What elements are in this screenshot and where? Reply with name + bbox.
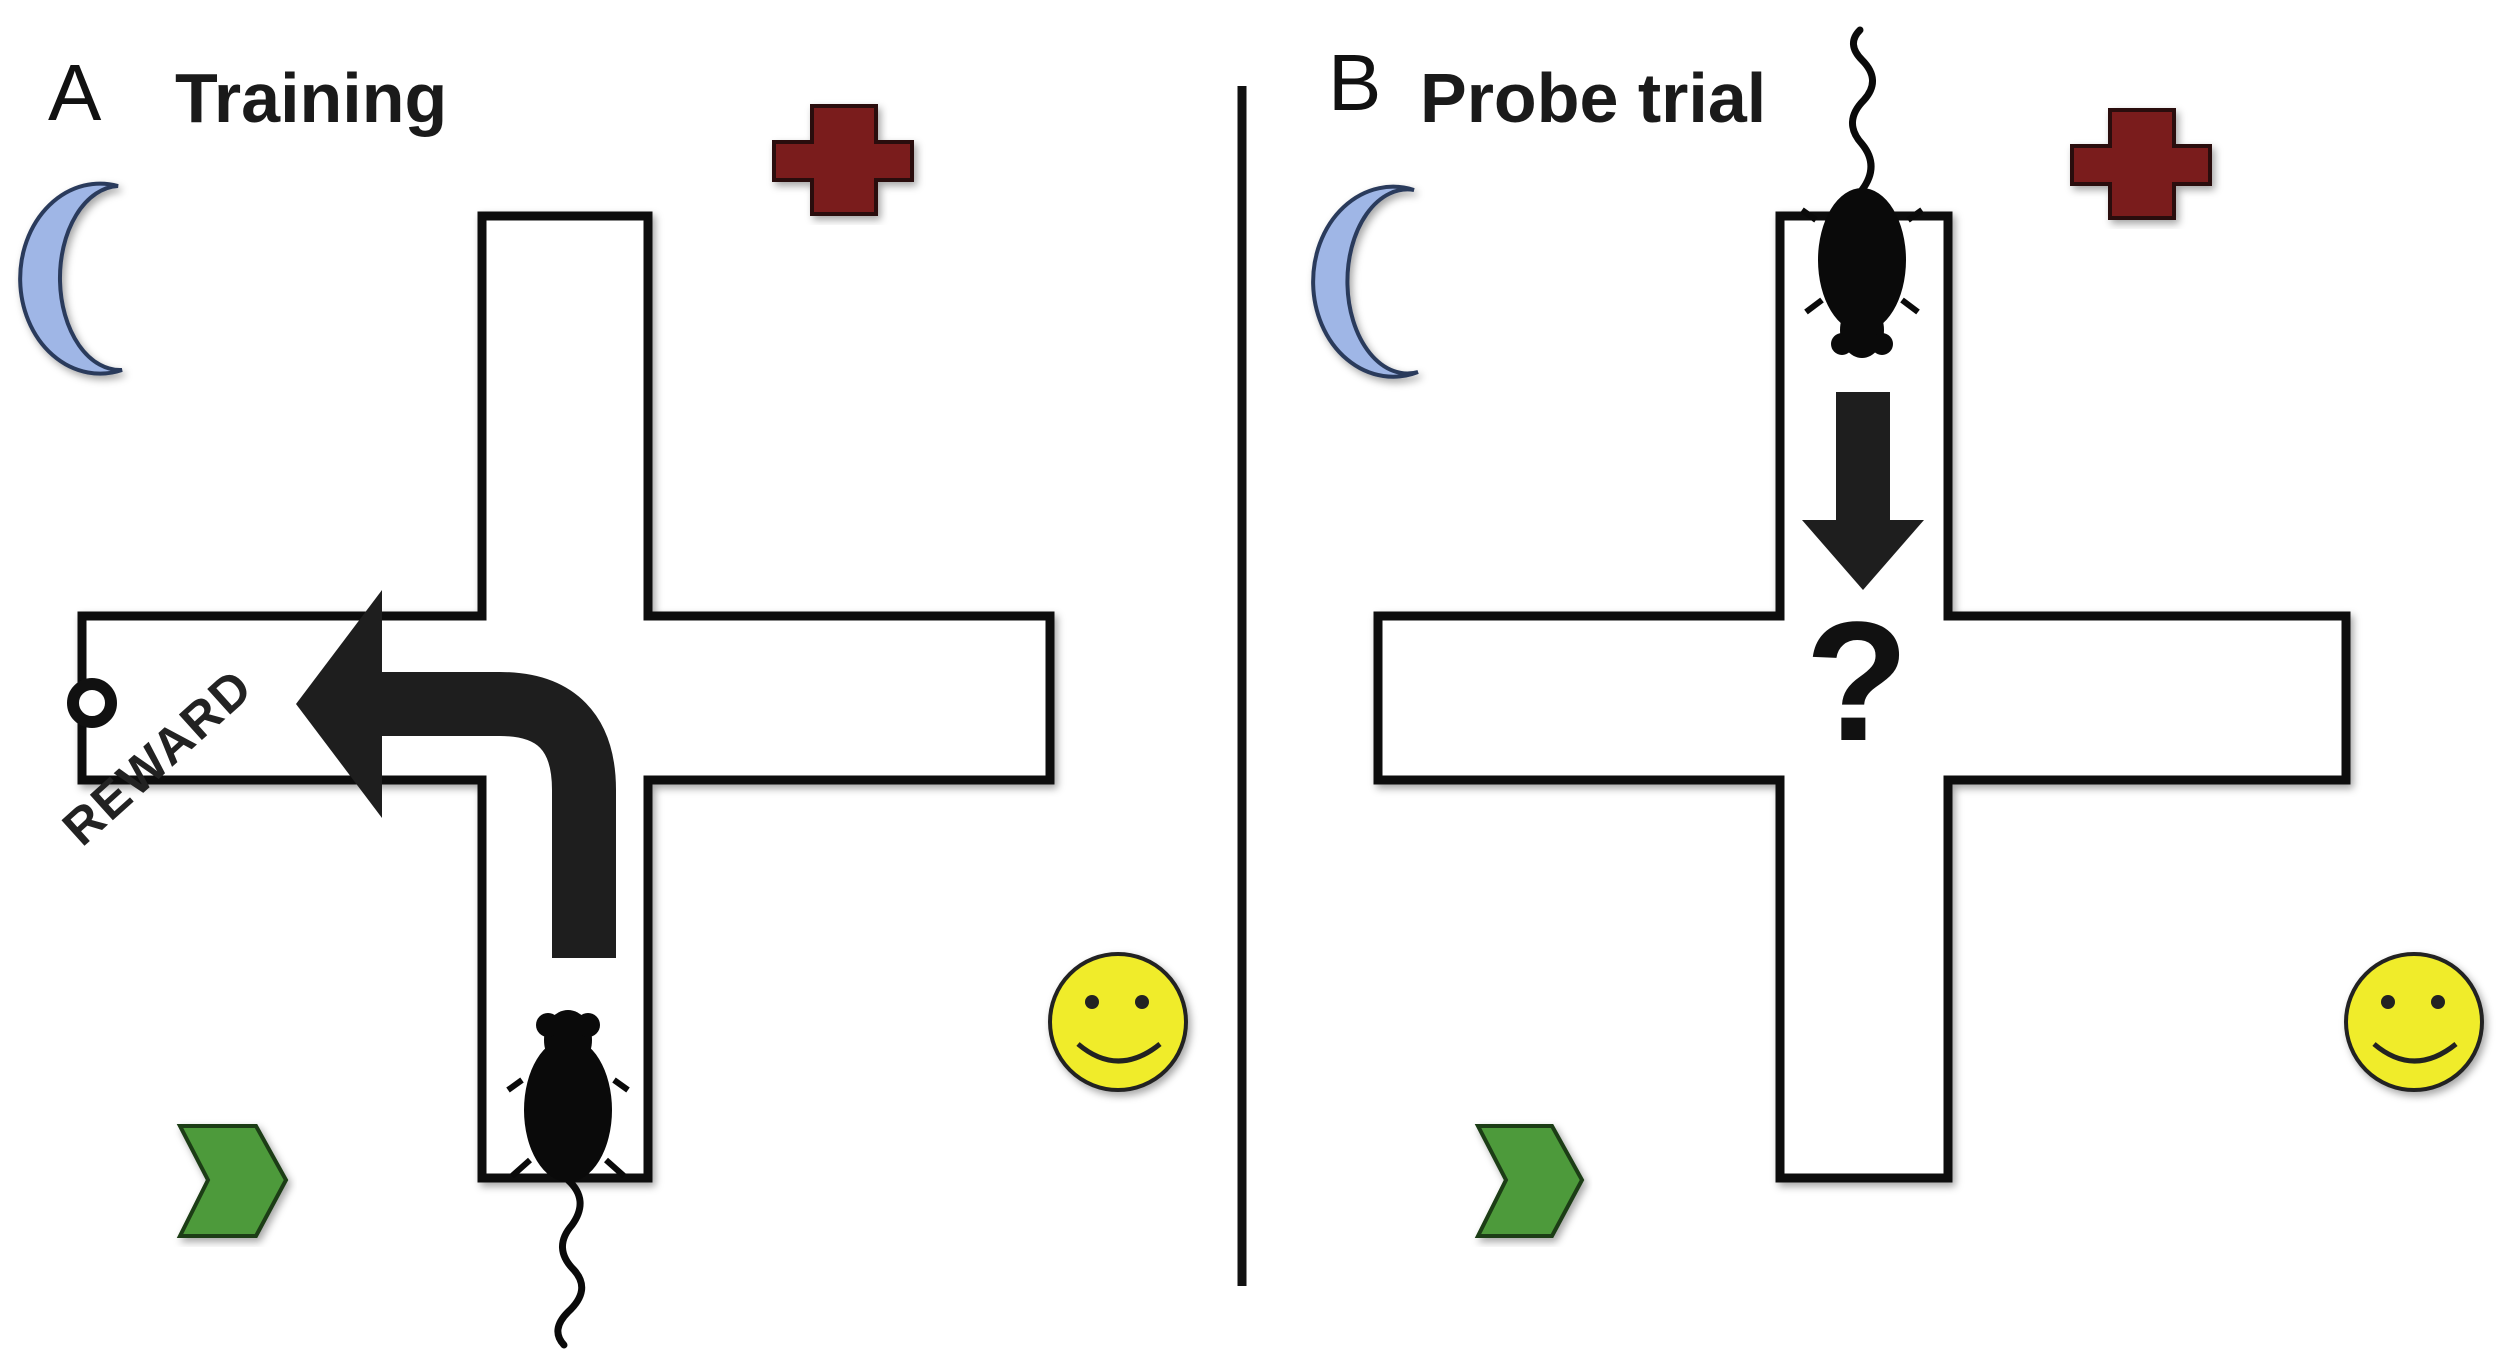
panel-b: B Probe trial ? <box>1311 26 2484 1238</box>
turn-left-arrow <box>296 590 616 958</box>
smiley-icon <box>2344 952 2484 1092</box>
question-mark: ? <box>1805 587 1909 777</box>
moon-icon <box>18 181 123 376</box>
chevron-icon <box>1474 1124 1585 1238</box>
panel-a: A Training REWARD <box>18 48 1188 1349</box>
moon-icon <box>1311 184 1419 379</box>
panel-b-letter: B <box>1328 38 1381 127</box>
plus-maze-b <box>1373 211 2351 1183</box>
chevron-icon <box>176 1124 289 1238</box>
panel-a-title: Training <box>175 59 447 137</box>
cross-icon <box>2070 108 2212 220</box>
down-arrow <box>1802 392 1924 590</box>
reward-marker <box>67 678 117 728</box>
smiley-icon <box>1048 952 1188 1092</box>
rat-icon <box>1800 26 1924 358</box>
panel-b-title: Probe trial <box>1420 59 1766 137</box>
cross-icon <box>772 104 914 216</box>
panel-a-letter: A <box>48 48 102 137</box>
rat-icon <box>506 1010 630 1349</box>
